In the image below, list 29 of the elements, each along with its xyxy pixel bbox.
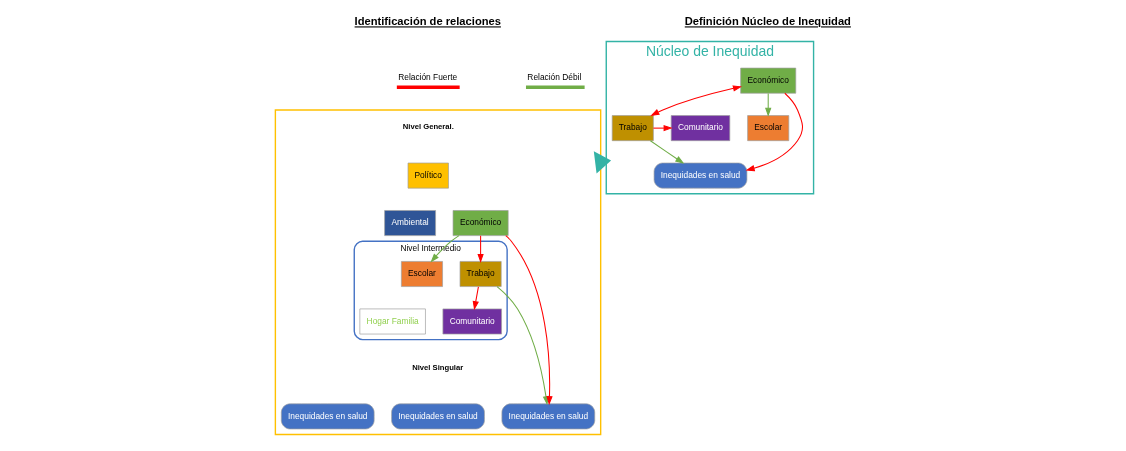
label: Nivel Singular [411,363,463,373]
arrow [649,140,684,164]
node-box: Inequidades en salud [653,162,747,189]
node-box: Ambiental [383,210,436,236]
node-box: Hogar Familia [359,308,426,335]
arrow [476,235,484,263]
label: Identificación de relaciones [354,15,501,28]
node-box: Trabajo [611,115,654,142]
arrow [652,124,673,132]
node-box: Inequidades en salud [390,403,485,430]
node-box: Escolar [746,115,789,142]
node-box: Económico [452,210,509,236]
node-box: Inequidades en salud [501,403,595,430]
arrow [764,92,771,117]
node-box: Económico [739,67,796,94]
arrow [593,151,611,174]
arrow [472,286,479,311]
node-box: Comunitario [442,308,502,335]
arrow [649,85,742,117]
node-box: Escolar [400,261,443,287]
label: Definición Núcleo de Inequidad [684,15,851,28]
node-box: Comunitario [670,115,730,142]
legend-label: Relación Débil [526,72,581,83]
cluster [274,109,601,436]
legend-label: Relación Fuerte [397,72,457,83]
node-box: Trabajo [459,261,502,287]
node-box: Inequidades en salud [280,403,374,430]
node-box: Político [407,162,449,189]
label: Nivel General. [402,122,454,132]
